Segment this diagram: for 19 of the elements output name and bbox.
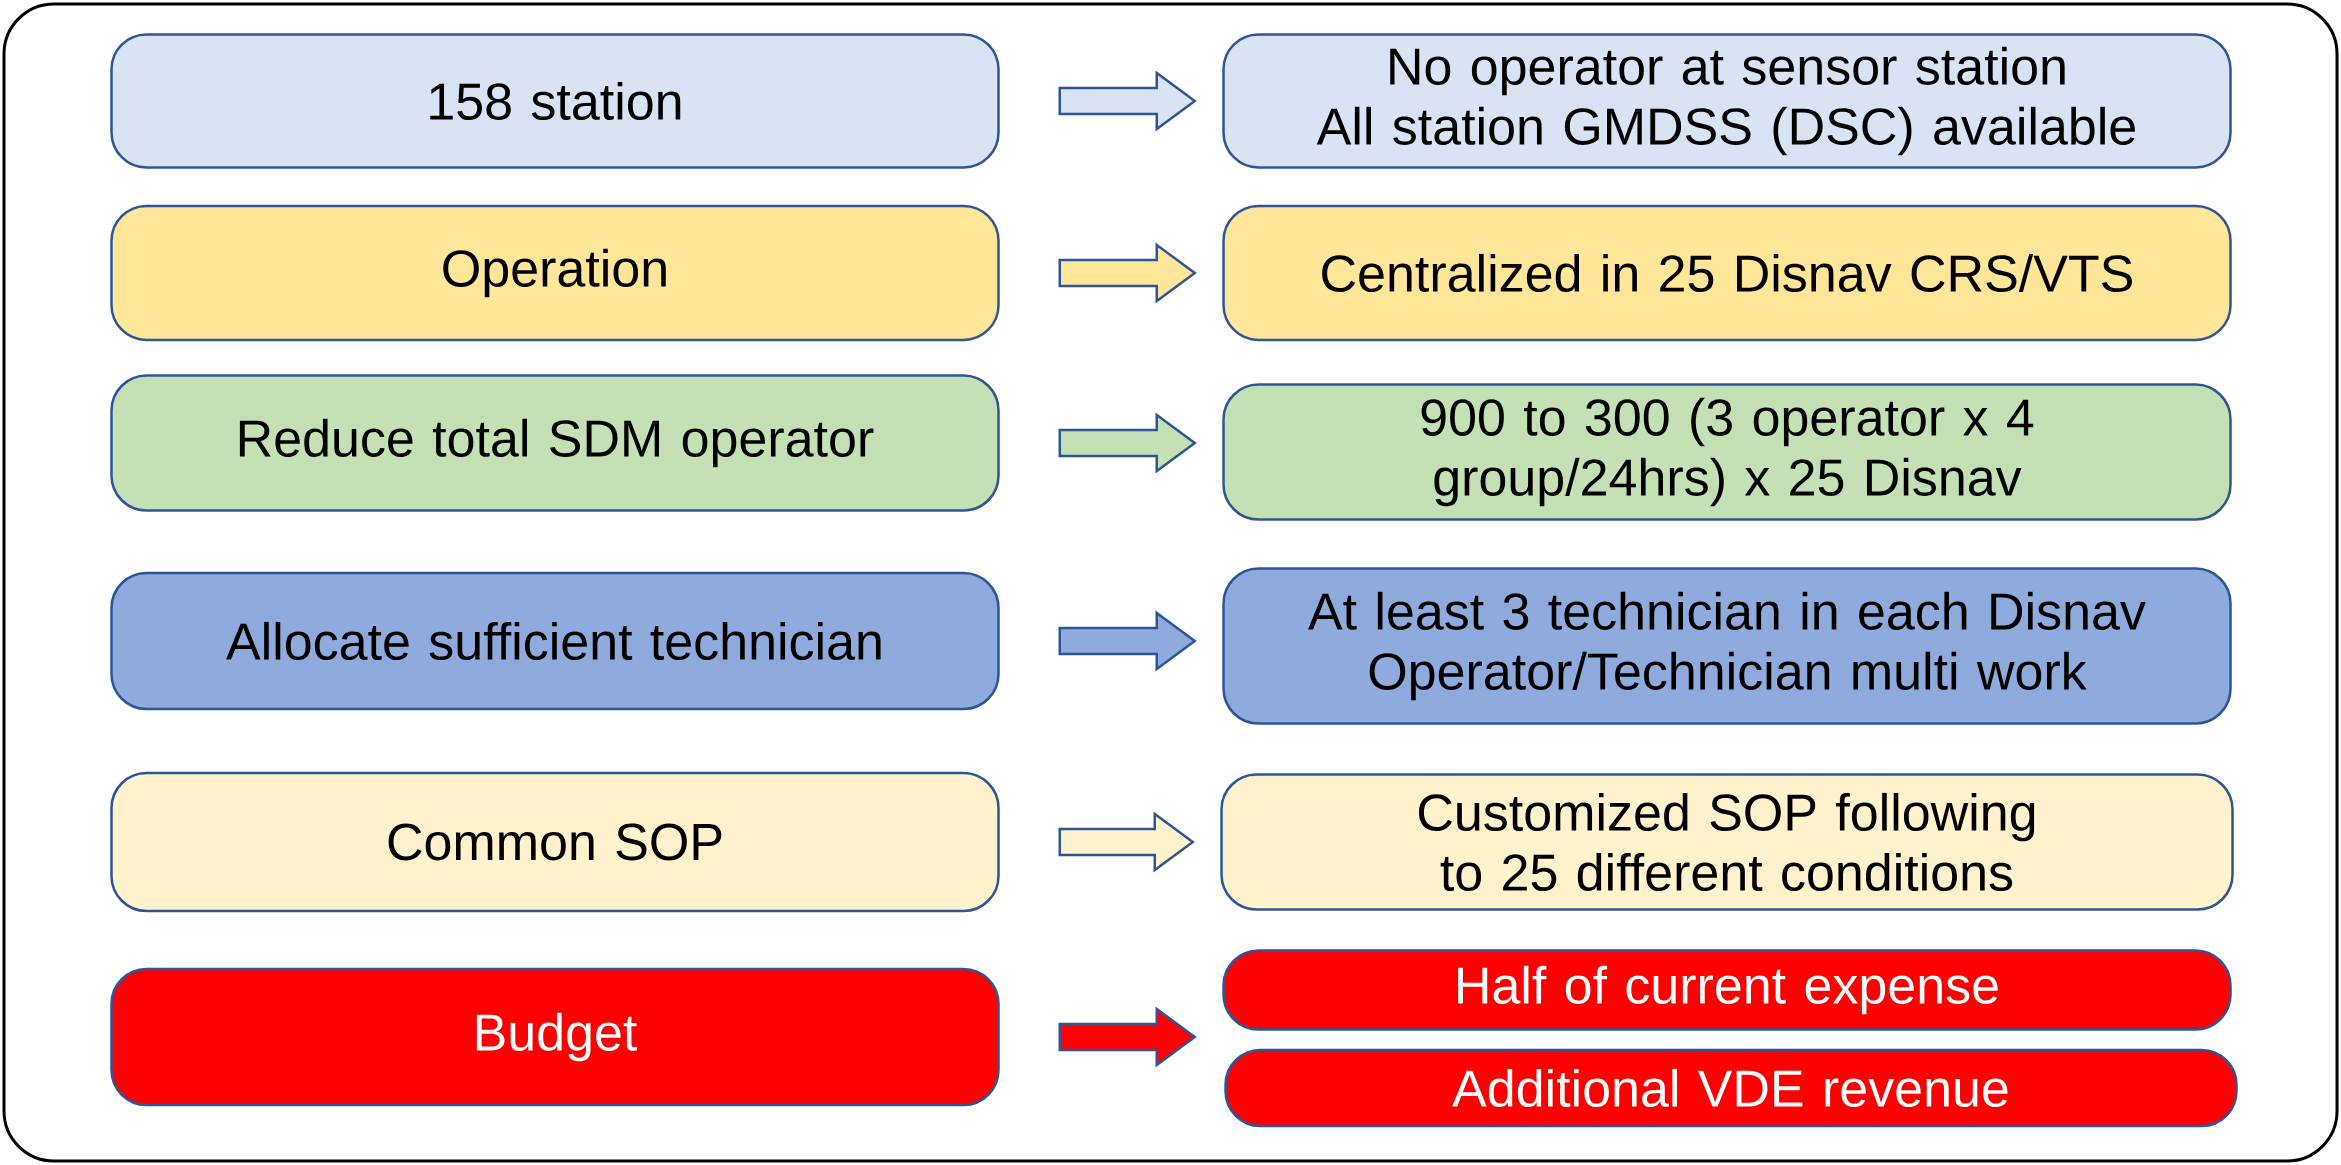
result-box: No operator at sensor station All station GMDSS (DSC) available [1222, 33, 2232, 169]
block-arrow [1058, 1006, 1197, 1068]
block-arrow [1058, 242, 1197, 304]
result-box: 900 to 300 (3 operator x 4 group/24hrs) x 25 Disnav [1222, 383, 2232, 521]
topic-box: Operation [110, 204, 1000, 342]
topic-box: 158 station [110, 33, 1000, 169]
result-box: Centralized in 25 Disnav CRS/VTS [1222, 204, 2232, 342]
topic-box: Reduce total SDM operator [110, 374, 1000, 512]
block-arrow [1058, 811, 1195, 873]
block-arrow [1058, 610, 1197, 672]
topic-box: Allocate sufficient technician [110, 571, 1000, 711]
result-box: At least 3 technician in each Disnav Operator/Technician multi work [1222, 567, 2232, 725]
block-arrow [1058, 412, 1197, 474]
result-box: Customized SOP following to 25 different conditions [1220, 773, 2234, 911]
block-arrow [1058, 70, 1197, 132]
topic-box: Budget [110, 967, 1000, 1107]
result-box: Additional VDE revenue [1224, 1048, 2238, 1128]
topic-box: Common SOP [110, 771, 1000, 913]
result-box: Half of current expense [1222, 949, 2232, 1031]
